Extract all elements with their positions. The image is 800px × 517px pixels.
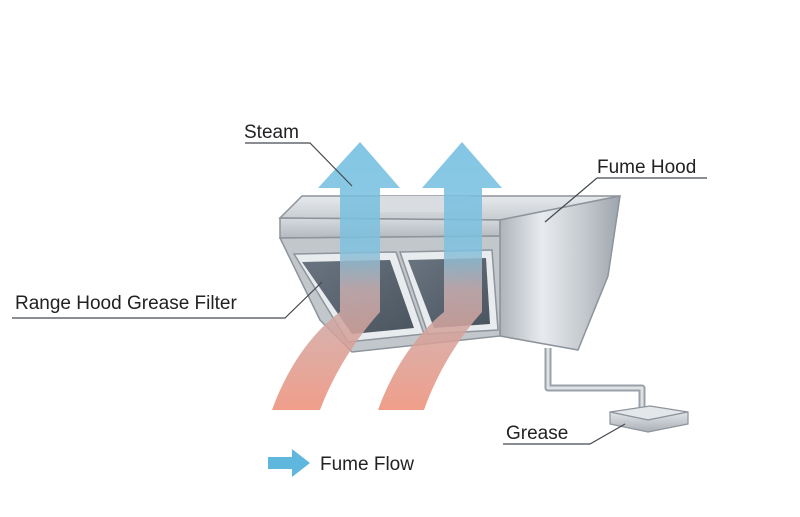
steam-label: Steam [244, 122, 299, 143]
grease-drain [544, 348, 689, 433]
filter-leader [12, 281, 323, 319]
fume-hood-leader [544, 177, 707, 223]
flow-arrow-right [378, 142, 502, 410]
flow-arrows [272, 142, 502, 410]
grease-leader [503, 423, 626, 445]
flow-arrow-left [272, 142, 400, 410]
steam-leader [245, 142, 353, 187]
legend-label: Fume Flow [320, 454, 414, 475]
fume-flow-legend-icon [268, 449, 310, 477]
drain-pipe [544, 348, 646, 410]
hood-side-panel [499, 195, 621, 351]
grease-collector-side [609, 411, 689, 433]
legend: Fume Flow [268, 449, 414, 477]
drain-pipe-highlight [546, 348, 644, 410]
leader-lines [12, 142, 707, 445]
grease-label: Grease [506, 423, 568, 444]
fume-hood-label: Fume Hood [597, 157, 696, 178]
filter-label: Range Hood Grease Filter [15, 293, 237, 314]
